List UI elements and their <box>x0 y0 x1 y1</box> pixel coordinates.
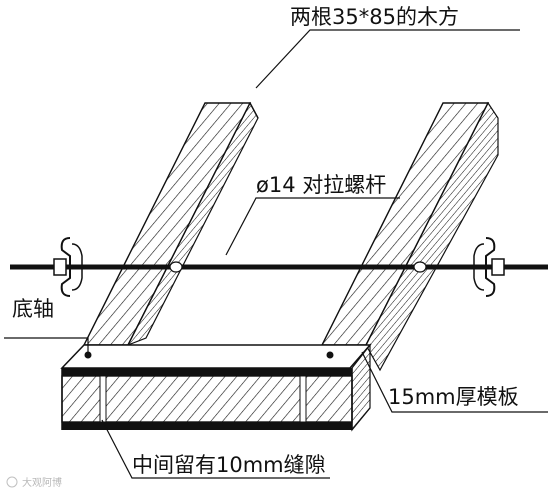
tie-rod <box>10 237 548 297</box>
label-formwork: 15mm厚模板 <box>388 385 519 409</box>
right-wood-beam <box>320 101 499 372</box>
watermark-text: 大观阿博 <box>22 476 62 489</box>
watermark: 大观阿博 <box>6 476 62 489</box>
leader-lines <box>4 29 548 479</box>
formwork-board <box>61 343 371 432</box>
label-gap: 中间留有10mm缝隙 <box>132 453 326 477</box>
label-top-wood: 两根35*85的木方 <box>290 5 459 29</box>
bottom-axis-plate <box>60 344 372 369</box>
label-tie-rod: ø14 对拉螺杆 <box>256 173 386 197</box>
left-wood-beam <box>82 101 259 347</box>
label-bottom-axis: 底轴 <box>12 297 54 321</box>
